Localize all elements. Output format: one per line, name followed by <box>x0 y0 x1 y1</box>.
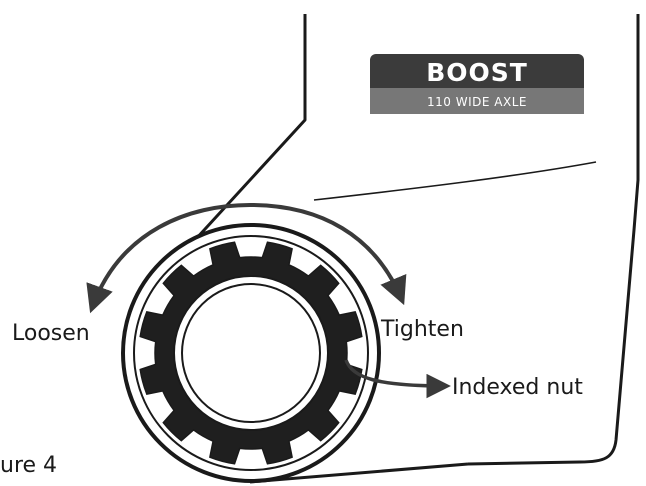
badge-title: BOOST <box>426 58 528 87</box>
rotation-arrow <box>86 202 407 314</box>
nut-bore <box>181 283 321 423</box>
indexed-nut-label: Indexed nut <box>452 375 583 400</box>
tighten-label: Tighten <box>380 317 464 342</box>
frame-outline-right <box>467 14 640 466</box>
bearing-cup-inner-ring <box>133 235 369 471</box>
figure-caption: ure 4 <box>0 453 57 478</box>
loosen-label: Loosen <box>12 321 90 346</box>
indexed-nut-callout-arrow <box>344 359 451 399</box>
frame-bottom-edge <box>249 462 469 484</box>
boost-badge: BOOST 110 WIDE AXLE <box>370 54 584 114</box>
badge-subtitle: 110 WIDE AXLE <box>427 95 527 109</box>
chainstay-line <box>313 161 597 201</box>
